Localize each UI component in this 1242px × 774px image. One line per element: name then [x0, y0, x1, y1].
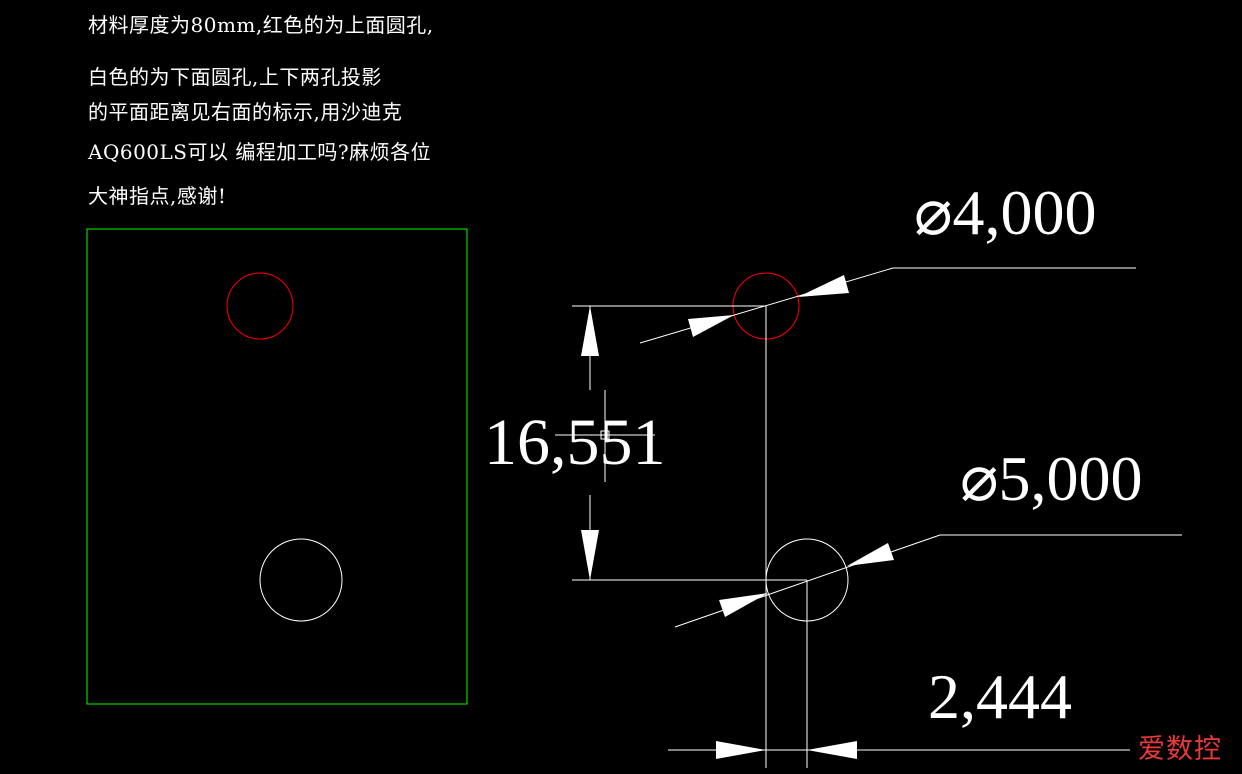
bottom-hole-diameter-label: ⌀5,000: [960, 443, 1143, 514]
note-line-2: 白色的为下面圆孔,上下两孔投影: [88, 65, 382, 89]
horizontal-dim-arrow-left: [716, 741, 766, 759]
vertical-distance-label: 16,551: [484, 406, 666, 479]
bottom-diameter-leader: [674, 534, 941, 628]
note-line-5: 大神指点,感谢!: [88, 184, 227, 208]
horizontal-dim-arrow-right: [807, 741, 857, 759]
note-line-3: 的平面距离见右面的标示,用沙迪克: [88, 100, 403, 124]
plate-top-hole: [226, 272, 294, 340]
cursor-crosshair: [555, 390, 655, 482]
vertical-dim-arrow-bottom: [581, 530, 599, 580]
bottom-diameter-arrow-left: [719, 593, 768, 617]
watermark: 爱数控: [1138, 734, 1222, 765]
note-line-1: 材料厚度为80mm,红色的为上面圆孔,: [88, 13, 434, 37]
top-diameter-arrow-right: [798, 275, 849, 297]
plate-bottom-hole: [259, 538, 343, 622]
bottom-diameter-arrow-right: [847, 543, 894, 566]
top-diameter-arrow-left: [688, 315, 734, 337]
top-diameter-leader: [639, 267, 894, 344]
plate-outline: [86, 228, 468, 705]
note-line-4: AQ600LS可以 编程加工吗?麻烦各位: [88, 140, 432, 164]
horizontal-offset-label: 2,444: [928, 661, 1072, 732]
top-hole-diameter-label: ⌀4,000: [914, 177, 1097, 248]
vertical-dim-arrow-top: [581, 306, 599, 356]
